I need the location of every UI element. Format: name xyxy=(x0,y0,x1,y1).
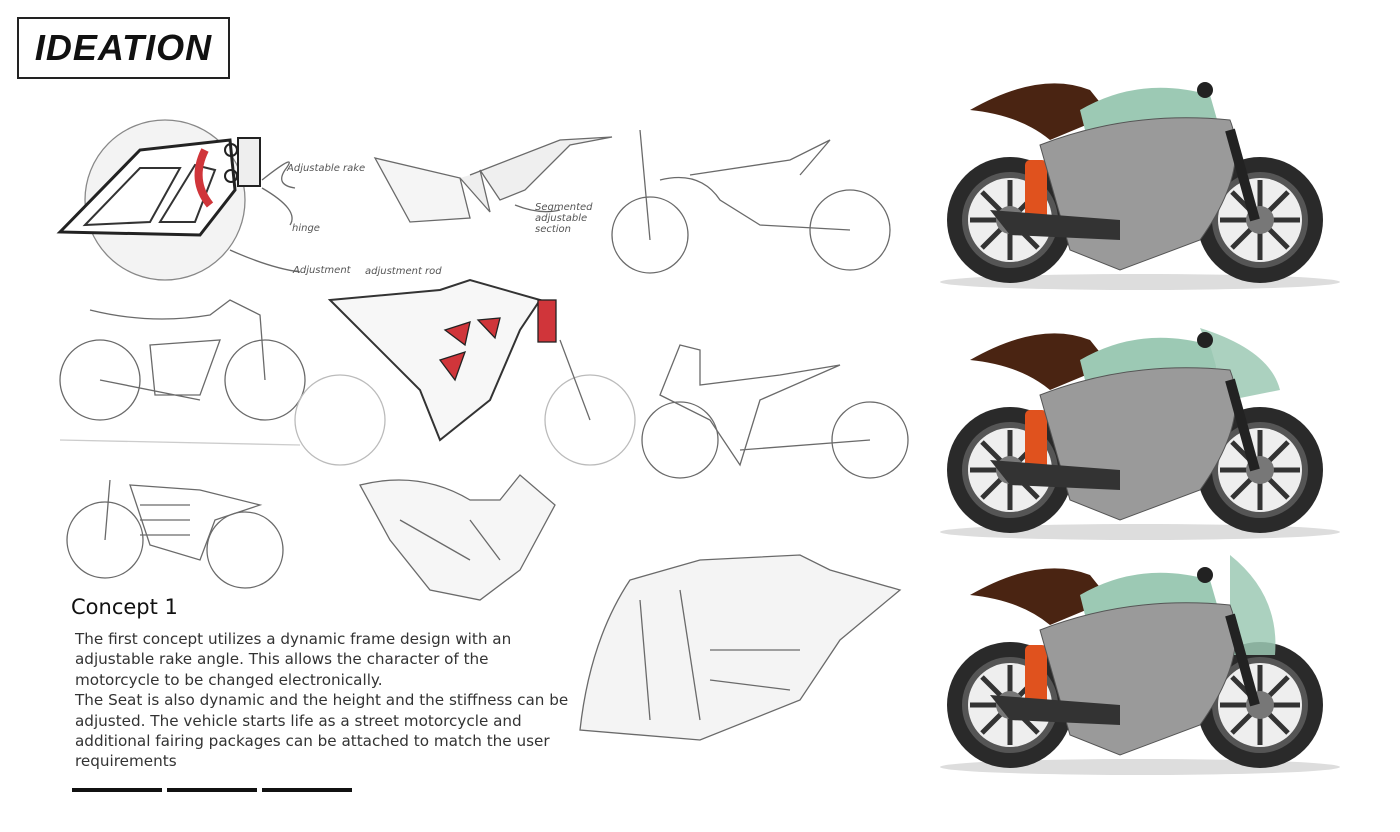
annotation-adjustable-rake: Adjustable rake xyxy=(287,163,366,174)
render-full-fairing xyxy=(940,555,1340,775)
annotation-segmented-section: Segmented adjustable section xyxy=(535,202,593,235)
sketch-bike-center xyxy=(294,278,636,466)
sketch-bike-top-right xyxy=(611,129,891,274)
concept-title: Concept 1 xyxy=(71,595,178,619)
concept-description: The first concept utilizes a dynamic fra… xyxy=(75,629,575,772)
windscreen xyxy=(1200,328,1280,400)
divider-bar-1 xyxy=(72,788,162,792)
sketch-bike-mid-right xyxy=(641,344,909,479)
swingarm xyxy=(990,695,1120,725)
sketch-bike-bottom-left xyxy=(66,479,284,589)
front-fork xyxy=(1225,613,1260,707)
divider-bar-3 xyxy=(262,788,352,792)
sketch-bike-mid-left xyxy=(59,299,306,446)
seat xyxy=(970,333,1110,390)
front-fork xyxy=(1225,128,1260,222)
battery-accent xyxy=(1025,160,1047,230)
sketch-seat xyxy=(373,136,613,223)
concept-paragraph-1: The first concept utilizes a dynamic fra… xyxy=(75,630,512,689)
sketch-closeup-center xyxy=(359,474,556,601)
concept-paragraph-2: The Seat is also dynamic and the height … xyxy=(75,691,569,771)
board-title-text: IDEATION xyxy=(34,27,213,68)
handlebar xyxy=(1197,332,1213,348)
pencil-sketches xyxy=(56,119,909,741)
windscreen xyxy=(1230,555,1276,655)
swingarm xyxy=(990,460,1120,490)
seat xyxy=(970,568,1110,625)
handlebar xyxy=(1197,567,1213,583)
sketch-frame-detail xyxy=(56,119,301,281)
annotation-adjustment-rod: adjustment rod xyxy=(365,266,442,277)
battery-accent xyxy=(1025,645,1047,715)
render-street xyxy=(940,82,1340,290)
annotation-adjustment: Adjustment xyxy=(293,265,351,276)
swingarm xyxy=(990,210,1120,240)
divider-bar-2 xyxy=(167,788,257,792)
board-title: IDEATION xyxy=(17,17,230,79)
battery-accent xyxy=(1025,410,1047,480)
annotation-hinge: hinge xyxy=(292,223,320,234)
seat xyxy=(970,83,1110,140)
render-half-fairing xyxy=(940,328,1340,540)
handlebar xyxy=(1197,82,1213,98)
front-fork xyxy=(1225,378,1260,472)
sketch-closeup-bottom-right xyxy=(579,554,902,741)
